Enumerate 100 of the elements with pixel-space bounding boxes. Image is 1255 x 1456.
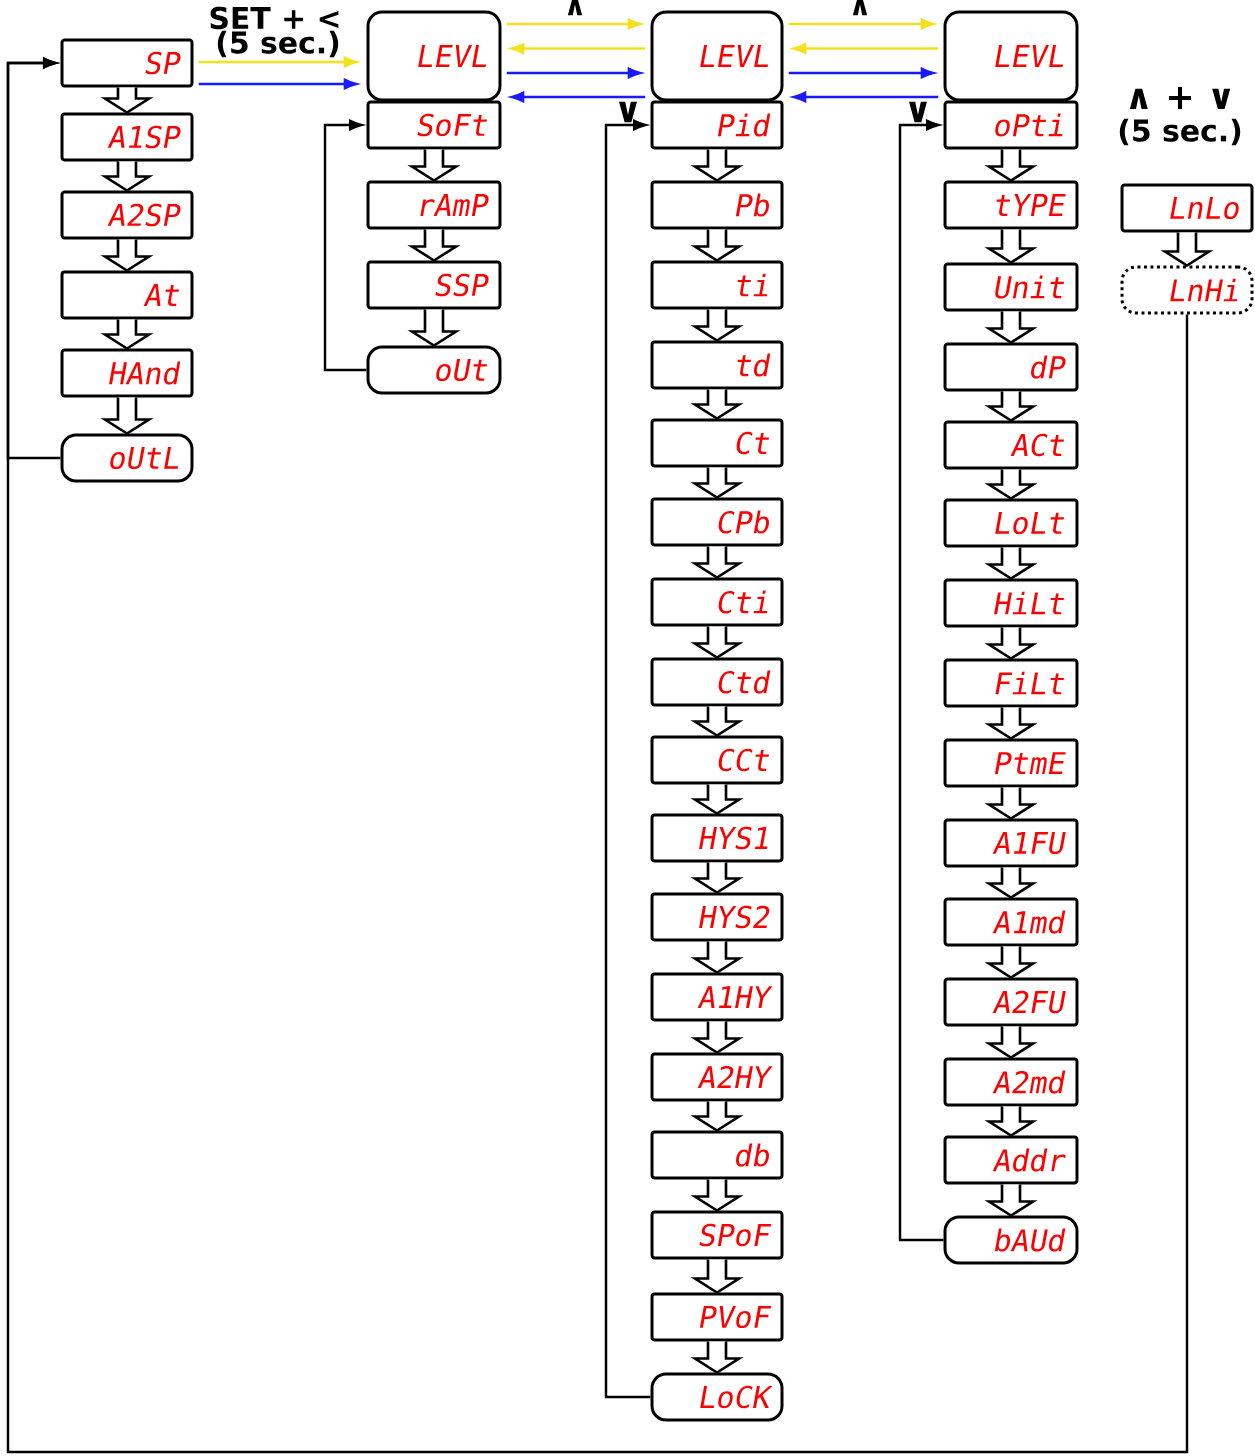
display-box: HiLt [943,578,1079,628]
block-arrow [407,148,461,183]
block-arrow [690,1178,744,1213]
block-arrow [984,626,1038,661]
display-box: A2SP [60,190,194,240]
display-box: HYS2 [650,892,784,942]
block-arrow [984,706,1038,741]
display-box: ACt [943,420,1079,470]
display-box: A2HY [650,1052,784,1102]
display-box: LnLo [1120,183,1254,233]
display-box: LEVL [366,10,502,102]
display-box: oPti [943,100,1079,150]
display-box: SoFt [366,100,502,150]
block-arrow [984,1105,1038,1138]
block-arrow [984,468,1038,501]
arrow [198,78,358,90]
display-box: oUt [366,345,502,395]
display-box: SSP [366,260,502,310]
block-arrow [690,861,744,895]
arrow [198,56,358,68]
block-arrow [690,1340,744,1375]
display-box: rAmP [366,180,502,230]
block-arrow [690,388,744,421]
display-box: SP [60,38,194,88]
display-box: Pb [650,180,784,230]
key-label: SET + < [210,6,339,30]
display-box: Pid [650,100,784,150]
block-arrow [1160,231,1214,268]
block-arrow [690,466,744,500]
block-arrow [984,786,1038,821]
display-box: PVoF [650,1292,784,1342]
display-box: CPb [650,497,784,547]
display-box: A2md [943,1057,1079,1107]
block-arrow [407,308,461,348]
block-arrow [690,1100,744,1133]
display-box: LnHi [1120,265,1254,315]
block-arrow [690,940,744,975]
display-box: Unit [943,262,1079,312]
display-box: LoLt [943,498,1079,548]
display-box: CCt [650,735,784,785]
display-box: LoCK [650,1372,784,1422]
block-arrow [690,148,744,183]
block-arrow [984,228,1038,265]
display-box: A1FU [943,818,1079,868]
display-box: HYS1 [650,813,784,863]
block-arrow [690,783,744,816]
display-box: A2FU [943,977,1079,1027]
display-box: Addr [943,1135,1079,1185]
display-box: FiLt [943,658,1079,708]
display-box: tYPE [943,180,1079,230]
display-box: bAUd [943,1215,1079,1265]
display-box: LEVL [943,10,1079,102]
key-label: (5 sec.) [1119,118,1241,146]
display-box: ti [650,260,784,310]
block-arrow [690,1258,744,1295]
block-arrow [100,318,154,351]
block-arrow [690,308,744,343]
block-arrow [984,866,1038,900]
display-box: A1SP [60,112,194,162]
connector-arrow [604,119,651,1399]
block-arrow [690,228,744,263]
arrow [510,91,646,103]
display-box: Cti [650,577,784,627]
display-box: PtmE [943,738,1079,788]
connector-arrow [6,57,1189,1454]
arrow [788,18,935,30]
display-box: dP [943,342,1079,392]
display-box: A1HY [650,972,784,1022]
arrow [788,67,935,79]
key-label: ∨ [909,101,927,123]
block-arrow [984,148,1038,183]
display-box: A1md [943,897,1079,947]
block-arrow [407,228,461,263]
key-label: ∨ [619,101,637,123]
block-arrow [690,625,744,660]
block-arrow [690,1020,744,1055]
block-arrow [984,310,1038,345]
block-arrow [100,160,154,193]
display-box: Ct [650,418,784,468]
display-box: At [60,270,194,320]
display-box: td [650,340,784,390]
connector-arrow [898,119,944,1242]
arrow [506,18,642,30]
block-arrow [984,945,1038,980]
display-box: LEVL [650,10,784,102]
block-arrow [984,1183,1038,1218]
block-arrow [690,705,744,738]
block-arrow [100,238,154,273]
connector-arrow [323,119,367,372]
display-box: SPoF [650,1210,784,1260]
block-arrow [100,86,154,115]
block-arrow [984,390,1038,423]
block-arrow [984,546,1038,581]
display-box: oUtL [60,433,194,483]
key-label: (5 sec.) [217,30,339,58]
block-arrow [690,545,744,580]
arrow [506,67,642,79]
display-box: Ctd [650,657,784,707]
arrow [792,91,939,103]
block-arrow [100,396,154,436]
